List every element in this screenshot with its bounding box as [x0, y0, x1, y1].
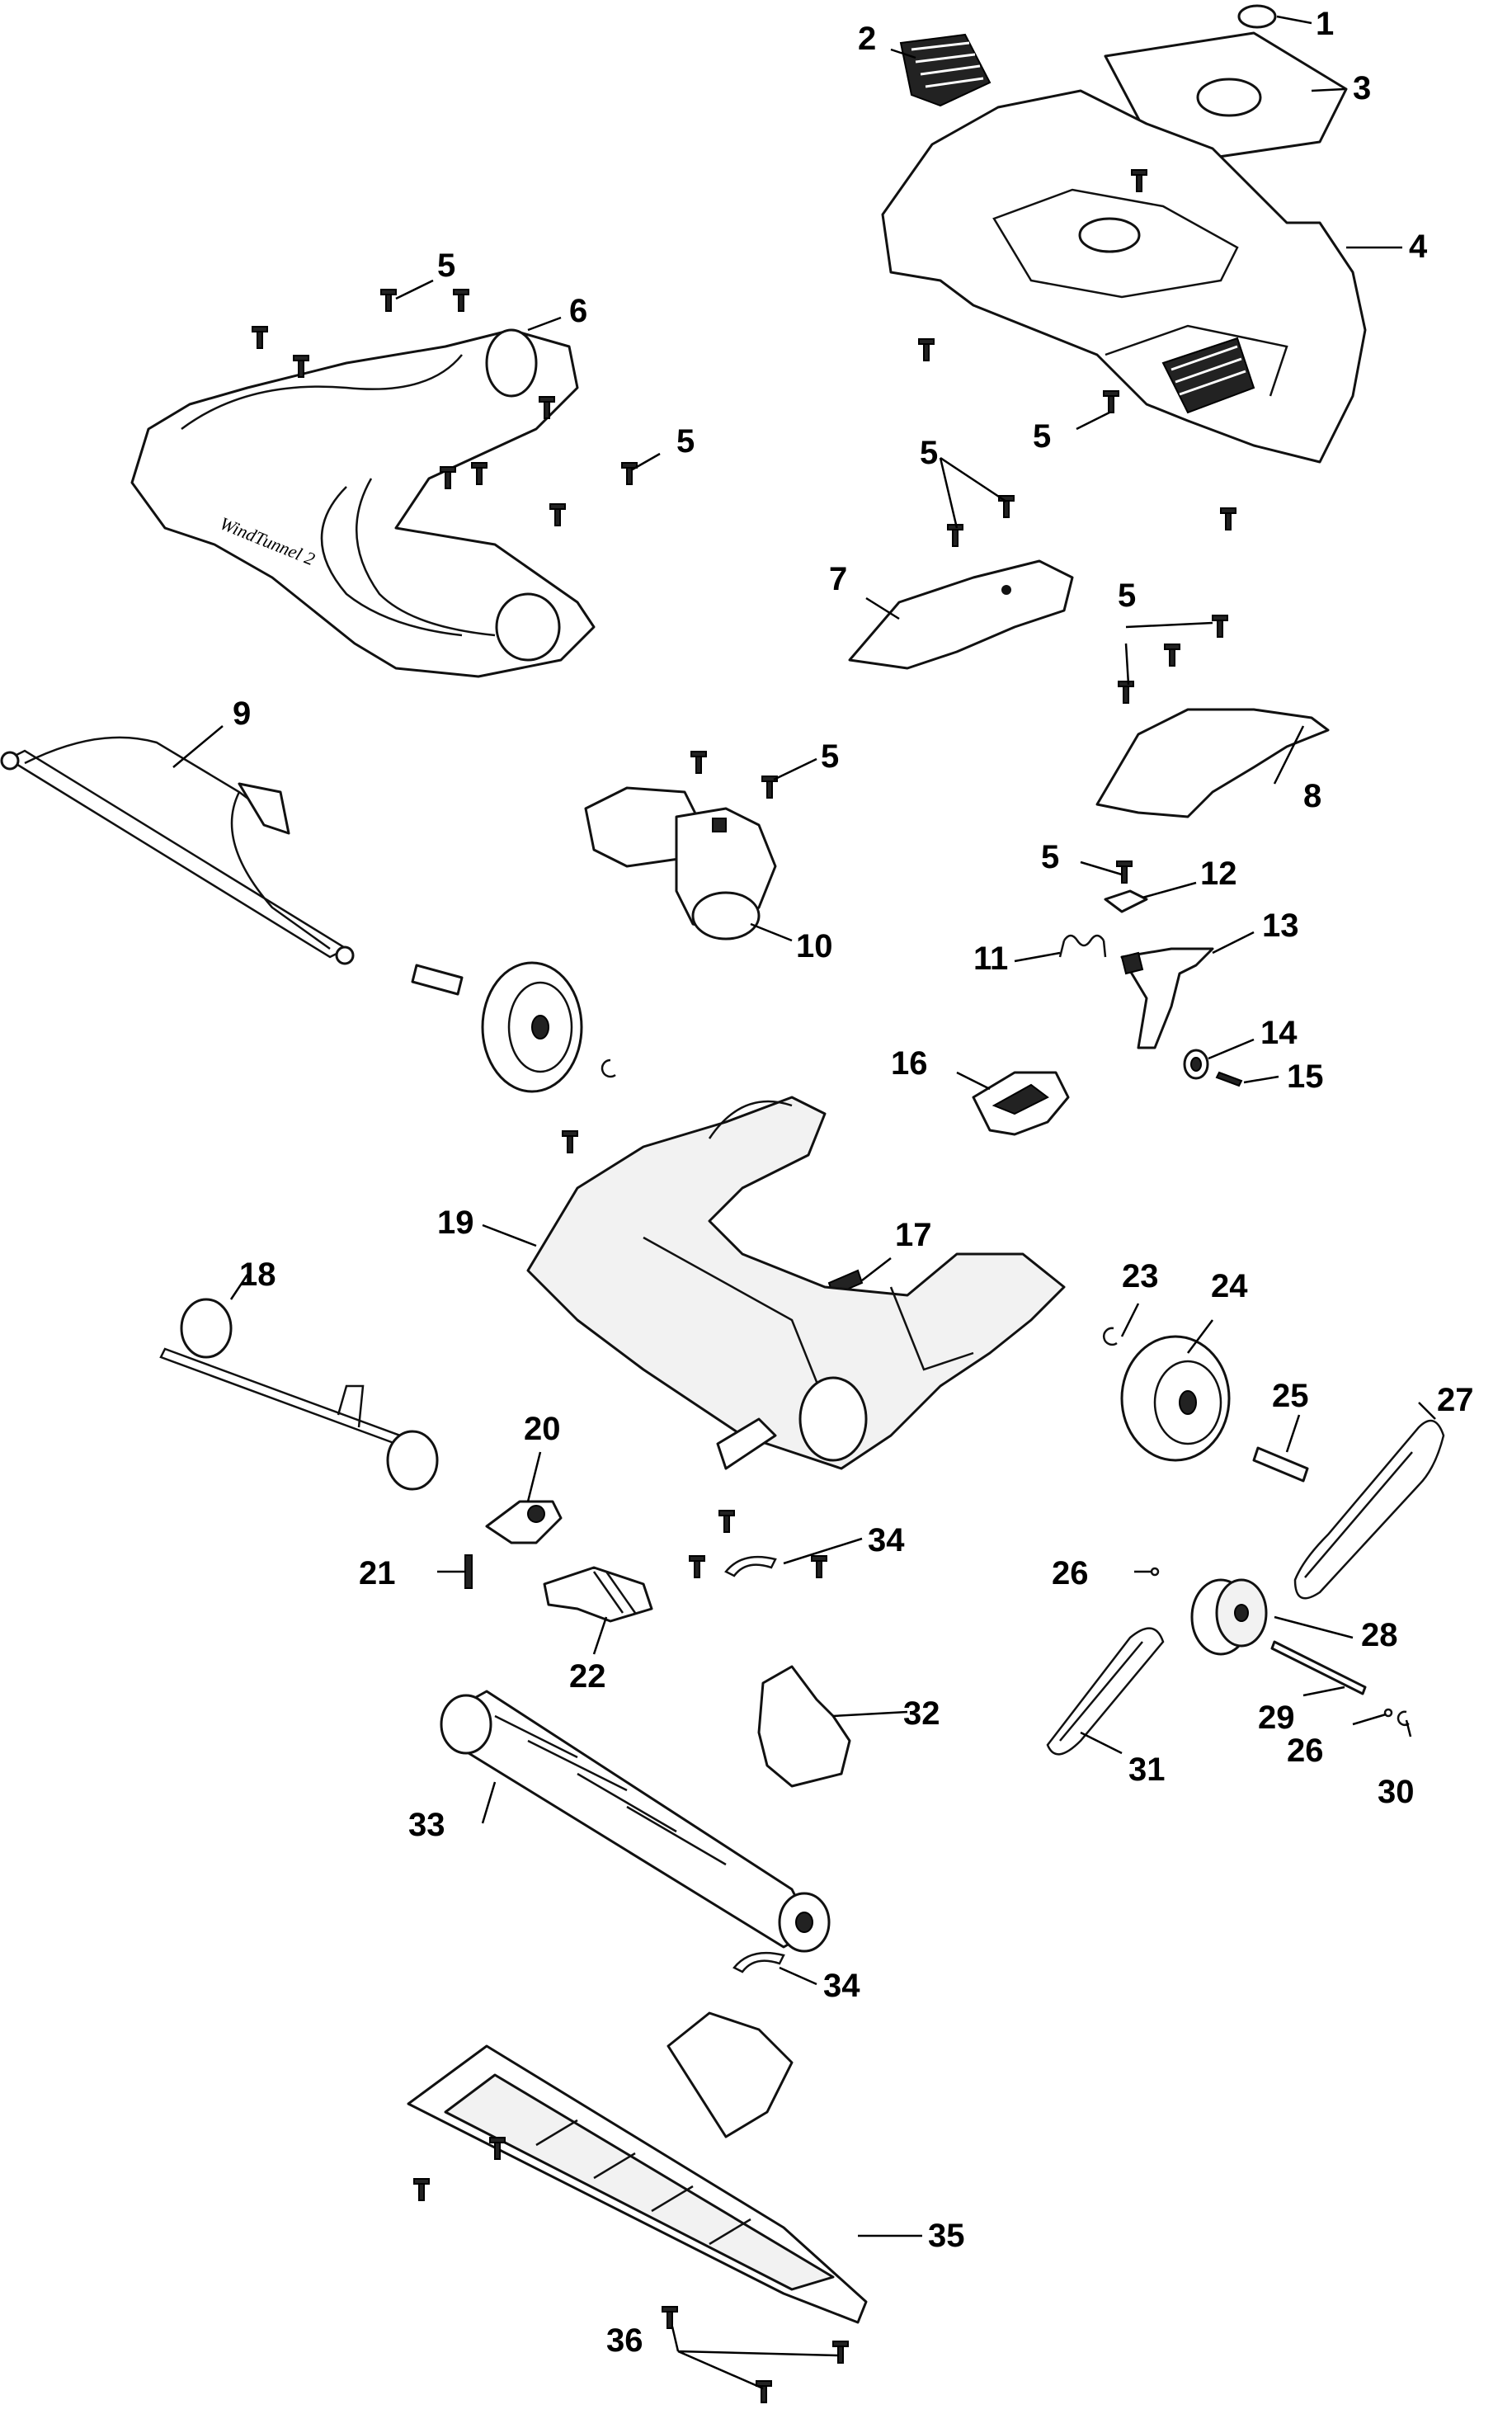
part-15-screw: [1215, 1071, 1243, 1087]
label-25: 25: [1272, 1378, 1309, 1414]
part-14-bushing: [1183, 1049, 1209, 1080]
label-18: 18: [239, 1257, 276, 1293]
part-8-cover: [1095, 615, 1330, 818]
label-9: 9: [233, 695, 251, 732]
part-33-brushroll: [440, 1690, 831, 1953]
label-29: 29: [1258, 1700, 1295, 1736]
label-3: 3: [1353, 70, 1371, 106]
label-22: 22: [569, 1658, 606, 1695]
part-32-bracket: [757, 1665, 851, 1788]
label-20: 20: [524, 1411, 561, 1447]
label-6: 6: [569, 293, 587, 329]
label-34-a: 34: [868, 1522, 905, 1558]
part-36-screws: [662, 2306, 849, 2403]
label-28: 28: [1361, 1617, 1398, 1653]
label-5-f: 5: [821, 738, 839, 775]
part-13-pedal: [1120, 947, 1214, 1049]
label-30: 30: [1378, 1774, 1415, 1810]
part-29-shaft: [1270, 1640, 1367, 1695]
part-20-switch: [485, 1500, 563, 1544]
part-labels: 1 2 3 4 5 6 5 5 5 7 5 8 9 5 10 5 11 12 1…: [233, 6, 1474, 2359]
part-31-belt: [1046, 1627, 1165, 1756]
part-18-guard: [159, 1298, 439, 1491]
part-23-clip: [1103, 1327, 1118, 1346]
label-5-e: 5: [1118, 578, 1136, 614]
part-28-pulley: [1190, 1578, 1268, 1656]
part-2-grille: [899, 33, 992, 107]
label-5-c: 5: [1033, 418, 1051, 455]
label-5-g: 5: [1041, 839, 1059, 875]
label-26-b: 26: [1287, 1733, 1324, 1769]
label-5-a: 5: [437, 248, 455, 284]
part-27-belt: [1293, 1419, 1445, 1600]
label-34-b: 34: [823, 1968, 860, 2004]
part-35-bottom-plate: [407, 2011, 868, 2324]
label-21: 21: [359, 1555, 396, 1591]
label-8: 8: [1303, 778, 1321, 814]
part-25-axle: [1252, 1446, 1309, 1483]
label-17: 17: [895, 1217, 932, 1253]
label-35: 35: [928, 2218, 965, 2254]
label-4: 4: [1409, 229, 1428, 265]
label-15: 15: [1287, 1058, 1324, 1095]
part-19-base: [526, 1096, 1066, 1470]
base-screws: [689, 1510, 827, 1578]
part-10-motor: [584, 751, 778, 941]
part-12-clip: [1104, 860, 1148, 913]
label-27: 27: [1437, 1382, 1474, 1418]
label-16: 16: [891, 1045, 928, 1082]
part-22-slide: [543, 1566, 653, 1623]
part-16-latch: [972, 1071, 1070, 1136]
label-10: 10: [796, 928, 833, 964]
label-33: 33: [408, 1807, 445, 1843]
part-26-ring: [1150, 1567, 1393, 1718]
part-35-screws: [413, 2137, 506, 2201]
left-wheel: [411, 961, 616, 1153]
part-1-cap: [1237, 4, 1277, 29]
label-12: 12: [1200, 856, 1237, 892]
part-11-spring: [1058, 934, 1107, 958]
label-11: 11: [973, 941, 1008, 977]
part-9-bail: [0, 736, 355, 965]
part-30-clip: [1397, 1710, 1410, 1726]
label-36: 36: [606, 2322, 643, 2359]
part-4-hood: [881, 89, 1367, 464]
label-24: 24: [1211, 1268, 1248, 1304]
label-5-b: 5: [676, 423, 695, 460]
label-2: 2: [858, 21, 876, 57]
label-26-a: 26: [1052, 1555, 1089, 1591]
part-21-spring: [464, 1554, 473, 1589]
part-24-wheel: [1120, 1335, 1231, 1462]
part-7-bracket: [848, 495, 1074, 670]
label-19: 19: [437, 1205, 474, 1241]
label-31: 31: [1128, 1752, 1166, 1788]
leader-lines: [172, 15, 1436, 2390]
hood-screws: [918, 169, 1236, 530]
label-32: 32: [903, 1695, 940, 1732]
part-6-screws: [252, 289, 638, 526]
label-14: 14: [1260, 1015, 1298, 1051]
label-1: 1: [1316, 6, 1334, 42]
label-13: 13: [1262, 908, 1299, 944]
part-34-bearings: [724, 1555, 785, 1973]
part-6-lower-hood: WindTunnel 2: [130, 328, 596, 678]
label-5-d: 5: [920, 435, 938, 471]
label-23: 23: [1122, 1258, 1159, 1294]
label-7: 7: [829, 561, 847, 597]
